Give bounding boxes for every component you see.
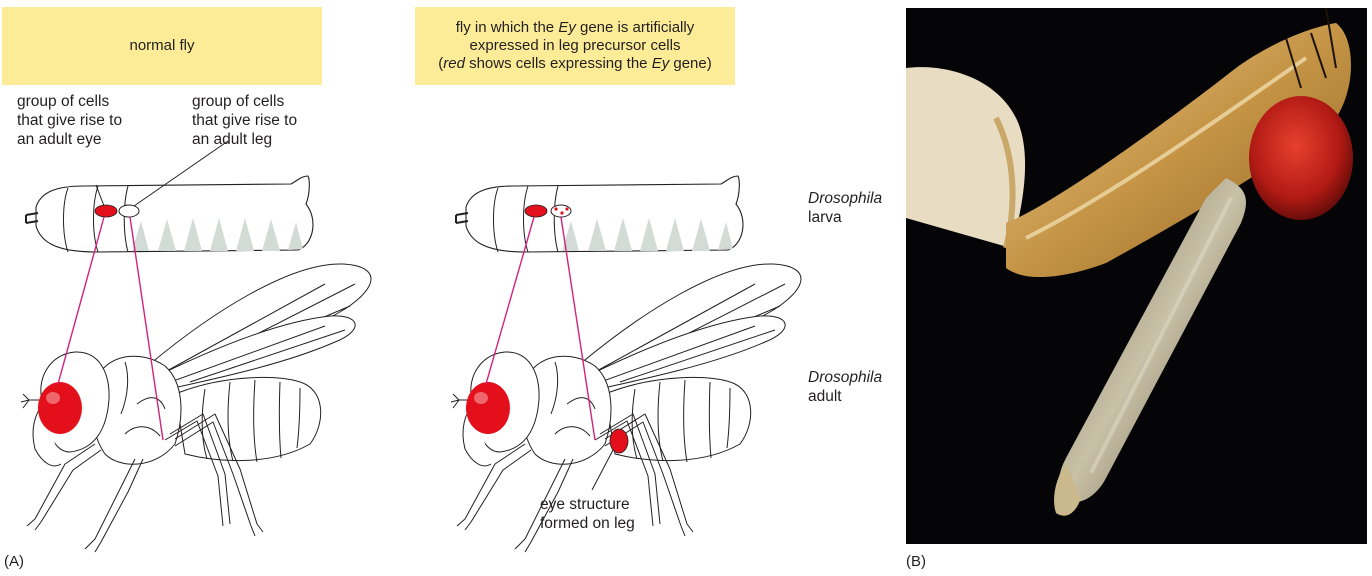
ectopic-eye-photo — [1249, 96, 1353, 220]
ey-cell-dot — [560, 211, 563, 214]
eye-on-leg-pointer — [592, 450, 613, 490]
ey-cell-dot — [554, 207, 557, 210]
leg-disc-ey — [551, 205, 571, 217]
larva-normal — [26, 176, 313, 252]
adult-eye-ey — [466, 382, 510, 434]
eye-disc-normal — [95, 205, 117, 217]
eye-disc-ey — [525, 205, 547, 217]
ey-cell-dot — [565, 207, 568, 210]
fly-leg-photo — [906, 8, 1367, 544]
adult-eye-normal — [38, 382, 82, 434]
leg-disc-normal — [119, 205, 139, 217]
ectopic-eye-on-leg — [610, 429, 628, 453]
larva-ey — [456, 176, 743, 252]
